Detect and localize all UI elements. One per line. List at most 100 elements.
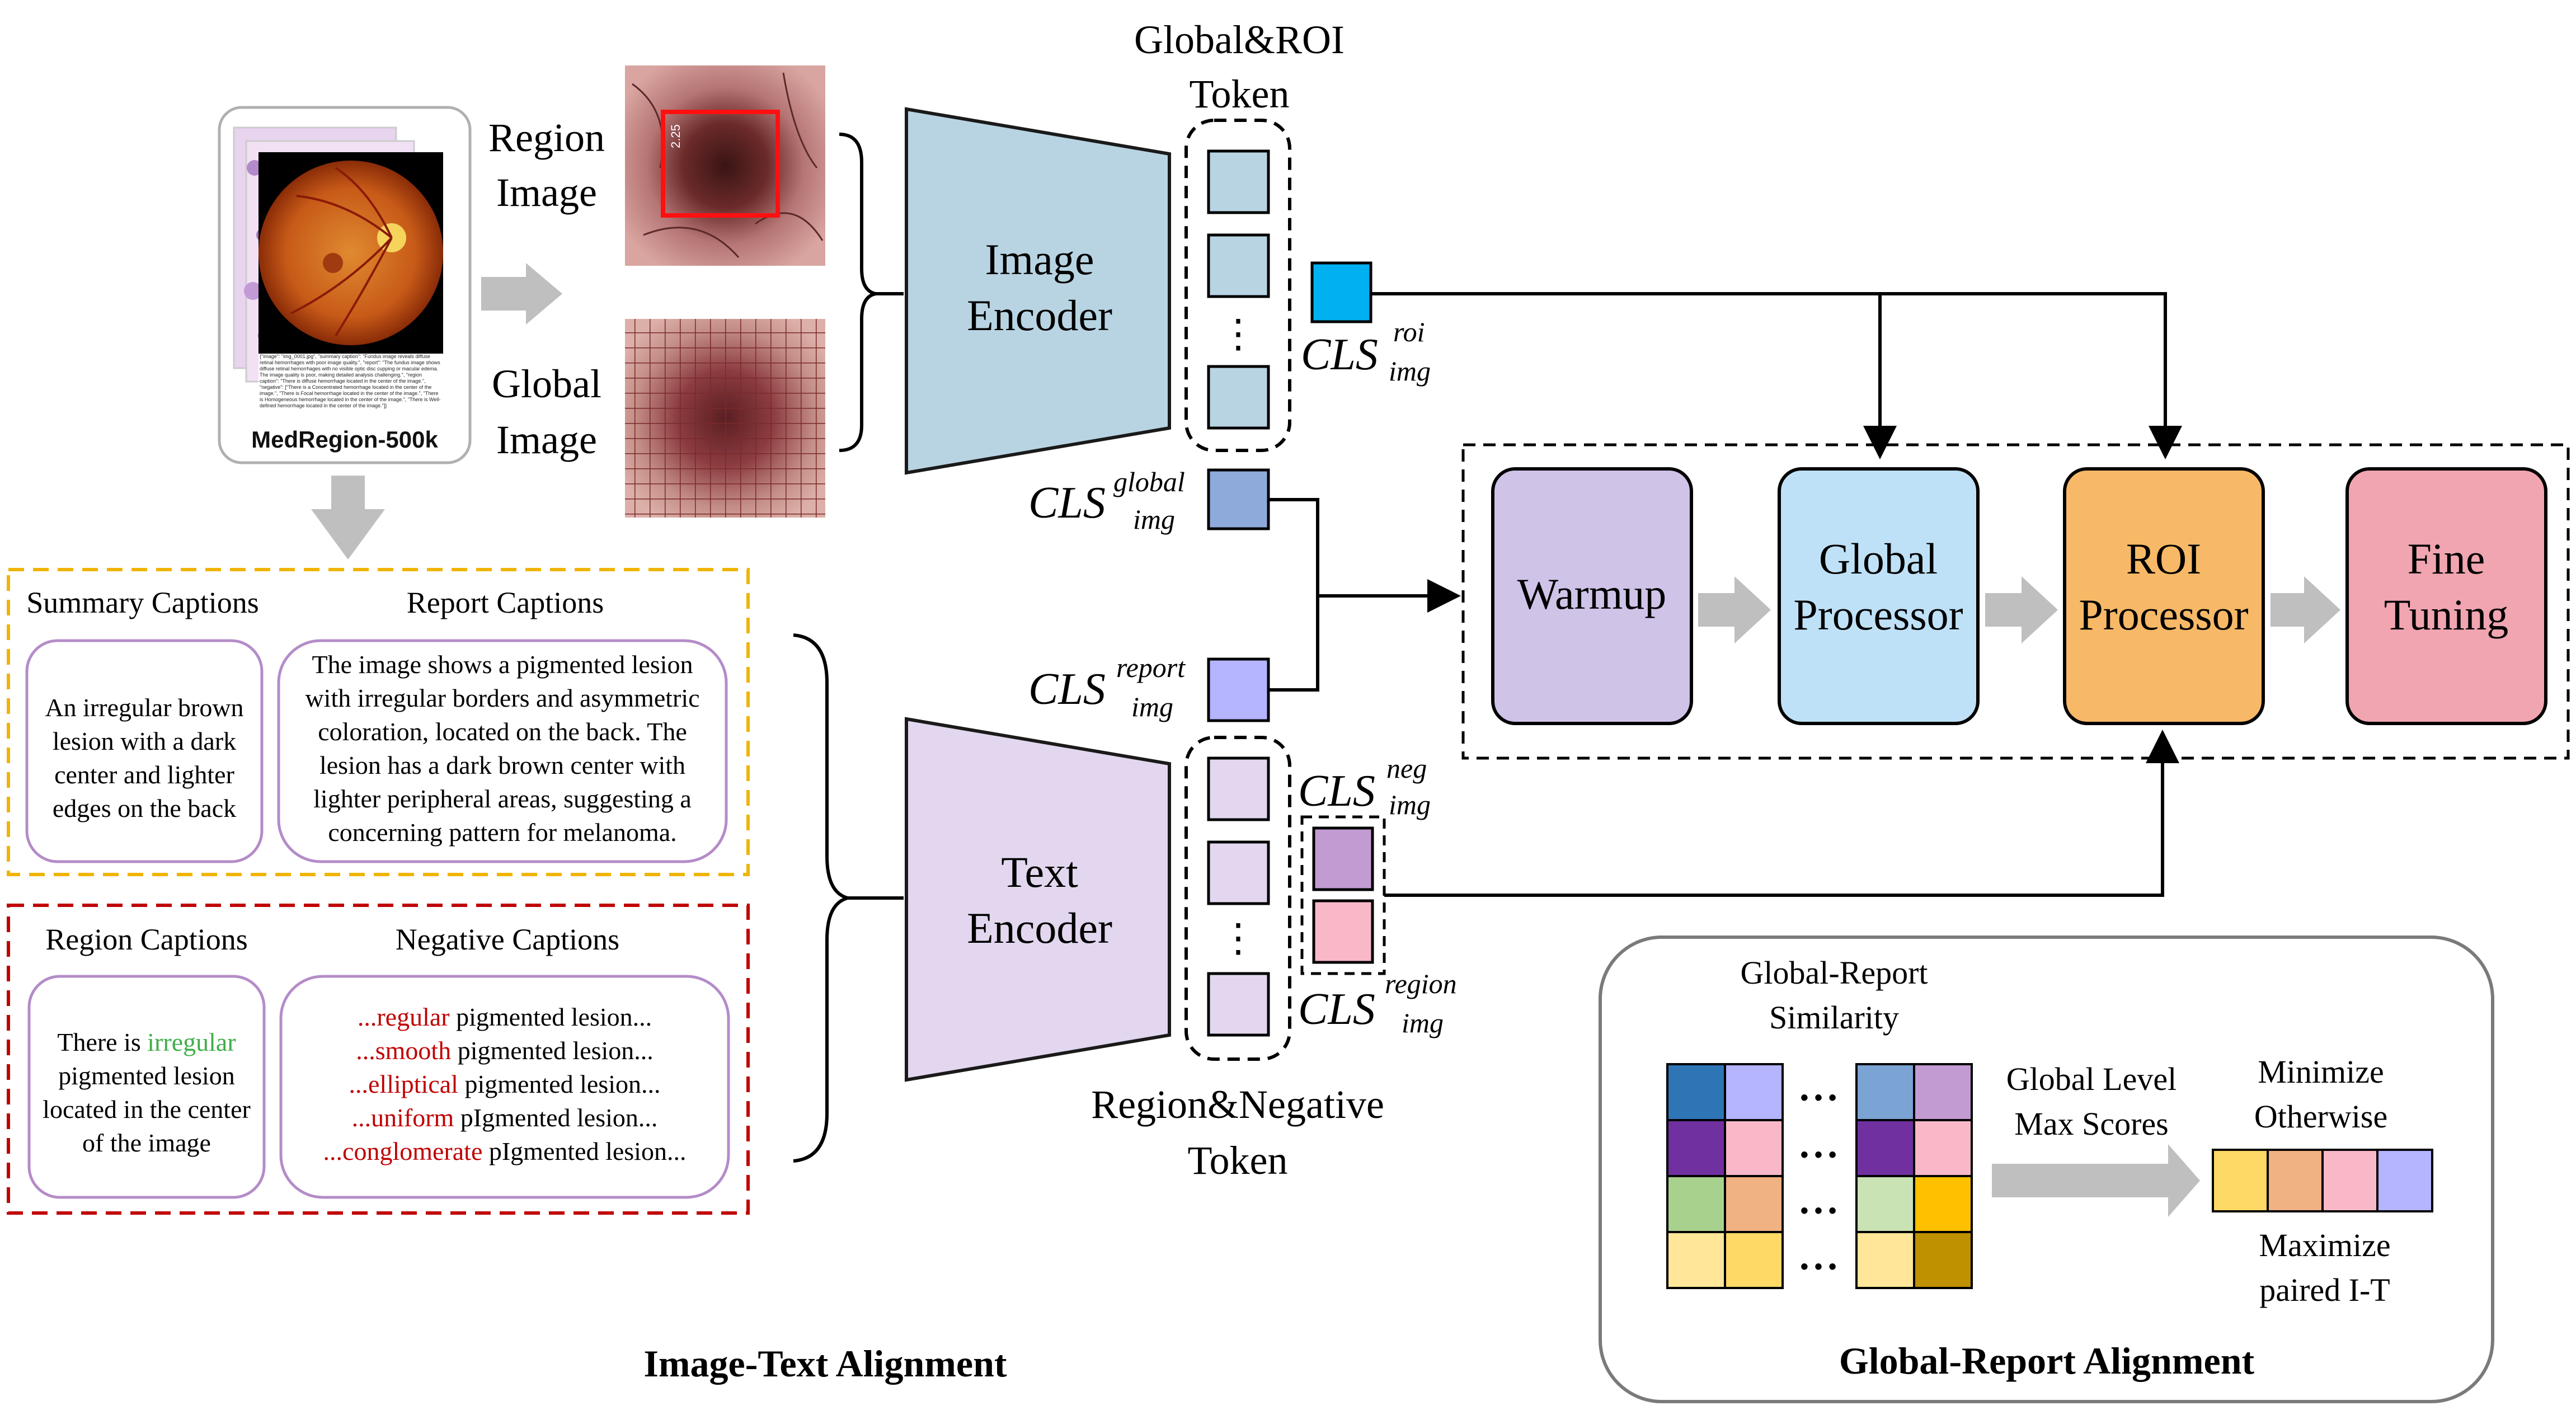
similarity-title-line1: Global-Report (1740, 955, 1928, 991)
negative-item-5: ...conglomerate pIgmented lesion... (323, 1137, 687, 1165)
negative-item-4: ...uniform pIgmented lesion... (352, 1103, 658, 1132)
score-bar (2212, 1149, 2433, 1212)
matrix-right-cell-1-1 (1913, 1119, 1973, 1177)
region-caption-highlight: irregular (147, 1028, 236, 1056)
negative-item-1: ...regular pigmented lesion... (358, 1003, 652, 1031)
score-bar-cell-0-2 (2321, 1149, 2378, 1212)
matrix-ellipsis-row-2: • • • (1801, 1143, 1836, 1167)
cls-global-token (1207, 468, 1270, 530)
fundus-retina (258, 161, 443, 345)
dataset-sample-text: {"image": "img_0001.jpg", "summary capti… (260, 354, 441, 408)
arrow-max-scores (1992, 1144, 2200, 1217)
matrix-left-cell-3-1 (1724, 1231, 1784, 1289)
text-encoder (905, 717, 1171, 1082)
cls-report-sup: report (1116, 652, 1186, 683)
stage-warmup-label: Warmup (1517, 570, 1667, 618)
cls-neg-label: CLS (1298, 767, 1375, 816)
matrix-ellipsis-row-4: • • • (1801, 1254, 1836, 1279)
cls-global-sup: global (1113, 466, 1185, 497)
region-image: 2.25 (625, 65, 825, 266)
summary-line-3: center and lighter (54, 760, 234, 789)
similarity-matrix-left (1666, 1063, 1784, 1289)
report-line-5: lighter peripheral areas, suggesting a (313, 784, 692, 813)
text-token-1 (1207, 756, 1270, 821)
token-group-bottom (1184, 736, 1291, 1061)
stage-roi-processor-line1: ROI (2126, 534, 2201, 583)
cls-region-label: CLS (1298, 985, 1375, 1034)
global-image (625, 319, 825, 518)
region-caption-line-3: located in the center (43, 1095, 251, 1123)
summary-heading: Summary Captions (26, 586, 259, 619)
region-negative-panel (7, 904, 750, 1215)
matrix-right-cell-0-0 (1855, 1063, 1915, 1121)
dataset-card: {"image": "img_0001.jpg", "summary capti… (218, 106, 472, 464)
cls-report-label: CLS (1028, 665, 1106, 714)
stage-fine-tuning-line2: Tuning (2384, 590, 2509, 639)
score-bar-cell-0-1 (2267, 1149, 2324, 1212)
report-line-6: concerning pattern for melanoma. (328, 818, 676, 847)
cls-neg-sub: img (1389, 789, 1431, 820)
matrix-left-cell-0-1 (1724, 1063, 1784, 1121)
report-line-1: The image shows a pigmented lesion (312, 650, 693, 679)
cls-roi-token (1310, 261, 1372, 323)
summary-line-2: lesion with a dark (53, 727, 236, 755)
cls-report-sub: img (1131, 691, 1173, 722)
token-group-bottom-label-line1: Region&Negative (1091, 1082, 1384, 1127)
stage-warmup (1491, 467, 1693, 725)
cls-neg-sup: neg (1386, 753, 1427, 784)
matrix-right-cell-0-1 (1913, 1063, 1973, 1121)
image-token-ellipsis: ⋮ (1219, 313, 1258, 356)
token-group-bottom-label-line2: Token (1188, 1138, 1288, 1183)
region-caption-line-1: There is irregular (57, 1028, 236, 1056)
image-encoder (905, 107, 1171, 475)
stage-global-processor-line1: Global (1819, 534, 1938, 583)
matrix-left-cell-1-1 (1724, 1119, 1784, 1177)
image-encoder-label-line2: Encoder (967, 291, 1112, 340)
cls-roi-sup: roi (1393, 316, 1425, 347)
similarity-title-line2: Similarity (1769, 999, 1899, 1036)
matrix-left-cell-0-0 (1666, 1063, 1726, 1121)
fundus-macula (323, 253, 343, 273)
negative-item-3: ...elliptical pigmented lesion... (349, 1070, 661, 1098)
matrix-right-cell-3-1 (1913, 1231, 1973, 1289)
score-bar-cell-0-3 (2376, 1149, 2433, 1212)
arrow-warmup-to-global (1698, 576, 1771, 643)
region-image-label-line2: Image (496, 170, 597, 215)
maximize-label-line1: Maximize (2259, 1227, 2390, 1263)
minimize-label-line2: Otherwise (2254, 1098, 2387, 1135)
matrix-right-cell-1-0 (1855, 1119, 1915, 1177)
negative-caption-list: ...regular pigmented lesion... ...smooth… (323, 1003, 687, 1165)
cls-neg-token (1312, 826, 1374, 891)
cls-global-sub: img (1133, 504, 1175, 535)
report-heading: Report Captions (407, 586, 604, 619)
global-image-label-line2: Image (496, 417, 597, 462)
summary-line-1: An irregular brown (45, 693, 243, 722)
stage-fine-tuning (2345, 467, 2547, 725)
captions-brace (793, 633, 854, 1163)
matrix-ellipsis-row-3: • • • (1801, 1198, 1836, 1223)
summary-box (25, 639, 264, 863)
max-scores-label-line2: Max Scores (2014, 1106, 2168, 1142)
region-bbox-tag: 2.25 (669, 124, 683, 148)
text-token-3 (1207, 972, 1270, 1037)
token-group-top-label-line1: Global&ROI (1134, 17, 1345, 62)
dataset-sample-text-area (258, 354, 443, 421)
report-line-2: with irregular borders and asymmetric (305, 684, 699, 712)
token-group-top-label-line2: Token (1190, 72, 1290, 116)
image-token-3 (1207, 365, 1270, 430)
arrow-dataset-to-captions (311, 476, 385, 560)
cls-region-token (1312, 899, 1374, 964)
image-token-2 (1207, 233, 1270, 298)
section-title-global-report: Global-Report Alignment (1839, 1339, 2255, 1382)
text-token-ellipsis: ⋮ (1219, 917, 1258, 960)
max-scores-label-line1: Global Level (2006, 1061, 2177, 1097)
matrix-ellipsis-row-1: • • • (1801, 1085, 1836, 1110)
region-caption-prefix: There is (57, 1028, 147, 1056)
region-caption-line-4: of the image (82, 1129, 211, 1157)
dataset-name: MedRegion-500k (251, 426, 438, 453)
stage-roi-processor (2063, 467, 2265, 725)
summary-report-panel (7, 568, 750, 876)
negative-caption-box (279, 975, 730, 1199)
connector-neg-region-to-roi (1384, 730, 2179, 897)
